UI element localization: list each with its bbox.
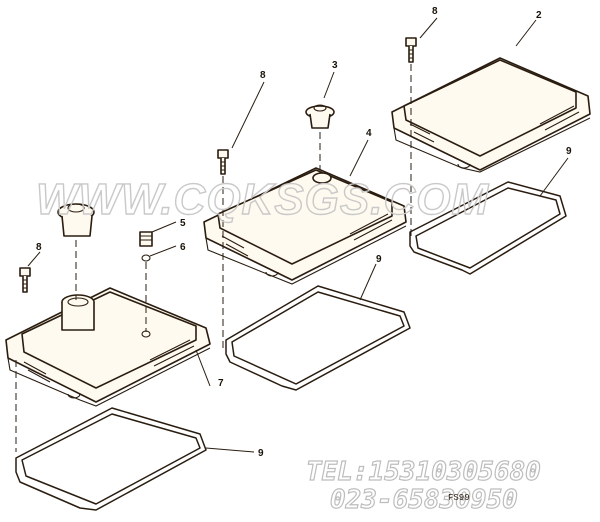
leader-lines — [27, 17, 569, 453]
callout-8-right: 8 — [432, 6, 438, 17]
callout-5: 5 — [180, 218, 186, 229]
bolt-8-right — [405, 37, 417, 240]
callout-7: 7 — [218, 378, 224, 389]
oil-filler-neck — [61, 294, 95, 331]
callout-4: 4 — [366, 128, 372, 139]
gasket-9-right — [409, 181, 567, 275]
gasket-9-middle — [225, 285, 411, 391]
oil-filler-cap-left — [57, 203, 95, 300]
callout-2: 2 — [536, 10, 542, 21]
callout-9-left: 9 — [258, 448, 264, 459]
figure-code: FS99 — [448, 493, 470, 503]
callout-3: 3 — [332, 60, 338, 71]
callouts: 8 2 3 8 4 9 5 6 8 9 7 9 — [36, 6, 572, 459]
tel-number: TEL:15310305680 — [306, 457, 541, 487]
bolt-8-middle — [217, 149, 229, 350]
bolt-8-left — [15, 267, 31, 452]
watermark-text: WWW.CQKSGS.COM — [36, 175, 489, 224]
phone-number: 023-65830950 — [330, 485, 518, 515]
oil-filler-cap-3 — [305, 104, 335, 170]
gasket-9-left — [15, 407, 207, 511]
gasket-9-left-inner — [21, 413, 201, 505]
gasket-9-right-inner — [415, 187, 561, 269]
breather-5 — [139, 231, 153, 332]
callout-8-middle: 8 — [260, 70, 266, 81]
rocker-cover-left — [5, 287, 211, 407]
callout-8-left: 8 — [36, 242, 42, 253]
rocker-cover-middle — [203, 167, 407, 285]
rocker-cover-right — [391, 57, 591, 173]
callout-9-right: 9 — [566, 146, 572, 157]
callout-9-middle: 9 — [376, 254, 382, 265]
callout-6: 6 — [180, 242, 186, 253]
gasket-9-middle-inner — [231, 291, 405, 385]
washer-6 — [141, 254, 151, 262]
